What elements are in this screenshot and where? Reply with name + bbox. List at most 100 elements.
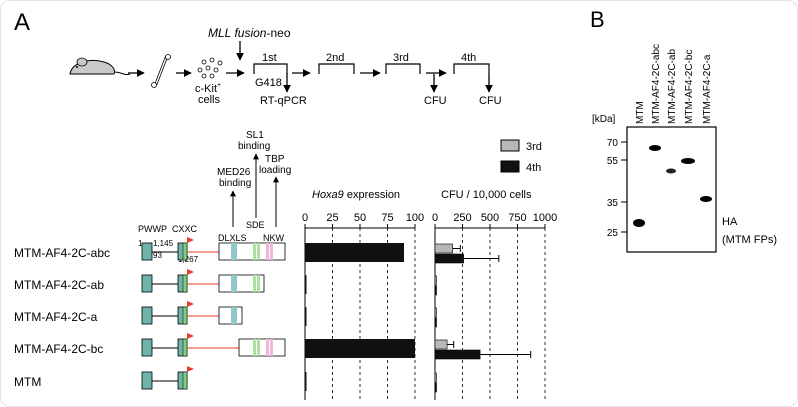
cxxc-stripe: [182, 338, 188, 357]
af4-region-box: [238, 338, 286, 357]
marker-label: 25: [607, 228, 619, 239]
num-93-label: 93: [153, 251, 162, 260]
lane-label: MTM: [635, 101, 646, 124]
construct-label: MTM-AF4-2C-ab: [14, 278, 104, 292]
construct-label: MTM-AF4-2C-a: [14, 310, 98, 324]
lane-label: MTM-AF4-2C-bc: [684, 50, 695, 124]
motif-stripe: [253, 243, 256, 260]
band-bc: [681, 158, 695, 164]
pwwp-domain: [141, 242, 153, 261]
band-mtm: [633, 219, 645, 227]
cfu-bar: [434, 372, 437, 383]
tick-label: 750: [508, 212, 526, 224]
cfu-bar: [434, 382, 437, 393]
nkw-label: NKW: [263, 233, 285, 243]
sde-label: SDE: [246, 220, 265, 230]
cfu-bar: [434, 275, 437, 286]
cells-icon: [197, 57, 223, 79]
construct-diagrams: MTM-AF4-2C-abcMTM-AF4-2C-abMTM-AF4-2C-aM…: [14, 237, 286, 390]
cxxc-label: CXXC: [172, 224, 198, 234]
fusion-flag: [187, 269, 194, 275]
pwwp-domain: [141, 338, 153, 357]
sl1-label: SL1: [246, 130, 264, 141]
panel-b-label: B: [590, 7, 605, 32]
g418-label: G418: [255, 77, 282, 89]
hoxa9-bar: [305, 243, 404, 262]
lane-labels: MTM MTM-AF4-2C-abc MTM-AF4-2C-ab MTM-AF4-2C…: [635, 44, 713, 124]
tick-label: 0: [432, 212, 438, 224]
cfu-label-1: CFU: [424, 95, 447, 107]
round-1-label: 1st: [262, 52, 277, 64]
cxxc-stripe: [182, 274, 188, 293]
cfu-bar: [434, 243, 453, 254]
motif-stripe: [231, 243, 234, 260]
cfu-bar: [434, 349, 481, 360]
ha-label: HA: [722, 216, 738, 228]
hoxa9-bar: [305, 339, 415, 358]
sl1-binding-label: binding: [238, 141, 270, 152]
motif-stripe: [257, 275, 260, 292]
cxxc-stripe: [182, 242, 188, 261]
cells-label: cells: [198, 94, 221, 106]
marker-label: 55: [607, 156, 619, 167]
fusion-label: MLL fusion-neo: [208, 26, 291, 40]
tick-label: 0: [302, 212, 308, 224]
motif-stripe: [257, 339, 260, 356]
hoxa9-bar: [305, 307, 307, 326]
motif-stripe: [234, 307, 237, 324]
af4-region-box: [218, 306, 243, 325]
fusion-flag: [187, 301, 194, 307]
kda-label: [kDa]: [592, 114, 616, 125]
fusion-flag: [187, 333, 194, 339]
pwwp-domain: [141, 274, 153, 293]
cfu-bar: [434, 317, 437, 328]
blot-bands: [633, 145, 712, 227]
marker-label: 35: [607, 198, 619, 209]
hoxa9-chart: Hoxa9 expression 0 25 50 75 100: [302, 189, 424, 400]
motif-stripe: [253, 339, 256, 356]
bone-icon: [151, 54, 171, 88]
tick-label: 100: [406, 212, 424, 224]
tick-label: 50: [354, 212, 366, 224]
hoxa9-title-rest: expression: [344, 189, 400, 201]
legend-label-4th: 4th: [526, 162, 541, 174]
cfu-label-2: CFU: [479, 95, 502, 107]
motif-stripe: [253, 275, 256, 292]
round-1-bracket: [253, 63, 288, 74]
cxxc-stripe: [182, 306, 188, 325]
tick-label: 75: [381, 212, 393, 224]
tick-label: 1000: [533, 212, 557, 224]
pwwp-domain: [141, 306, 153, 325]
motif-stripe: [266, 243, 269, 260]
motif-stripe: [266, 339, 269, 356]
lane-label: MTM-AF4-2C-ab: [667, 49, 678, 124]
motif-stripe: [234, 243, 237, 260]
round-4-label: 4th: [461, 52, 476, 64]
construct-label: MTM-AF4-2C-abc: [14, 246, 110, 260]
legend-swatch-4th: [500, 160, 520, 173]
med26-label: MED26: [217, 167, 251, 178]
tick-label: 500: [481, 212, 499, 224]
mouse-icon: [69, 57, 131, 76]
round-2-bracket: [318, 63, 355, 74]
lane-label: MTM-AF4-2C-abc: [651, 44, 662, 124]
motif-stripe: [231, 275, 234, 292]
blot-frame: [626, 126, 717, 253]
cfu-bar: [434, 253, 464, 264]
round-4-bracket: [453, 63, 490, 74]
round-2-label: 2nd: [326, 52, 344, 64]
band-abc: [649, 145, 661, 151]
tick-label: 25: [326, 212, 338, 224]
ckit-label: c-Kit+: [195, 82, 221, 95]
num-1267-label: 1,267: [178, 255, 199, 264]
round-3-bracket: [385, 63, 421, 74]
mtm-fps-label: (MTM FPs): [722, 234, 777, 246]
hoxa9-chart-title: Hoxa9 expression: [312, 189, 400, 201]
band-a: [700, 196, 712, 202]
fusion-flag: [187, 237, 194, 243]
cfu-bar: [434, 285, 437, 296]
hoxa9-title-gene: Hoxa9: [312, 189, 344, 201]
